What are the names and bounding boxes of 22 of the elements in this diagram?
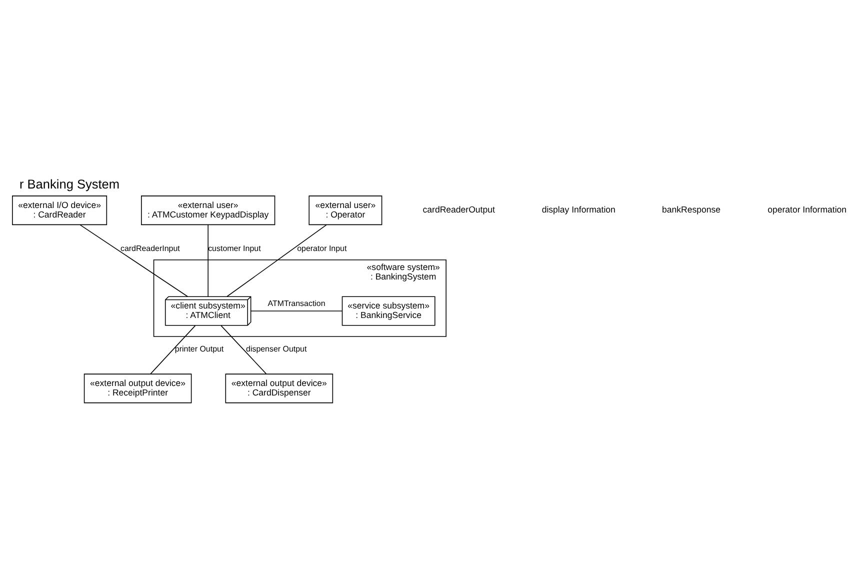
edge-label: customer Input xyxy=(208,244,261,254)
edge-label: operator Input xyxy=(297,244,347,254)
label: operator Information xyxy=(768,204,847,215)
node-box: «external I/O device» : CardReader xyxy=(12,196,108,226)
connector xyxy=(226,224,327,297)
label: cardReaderOutput xyxy=(422,204,495,215)
label: display Information xyxy=(542,204,616,215)
node-box: «external output device» : ReceiptPrinter xyxy=(84,374,192,404)
node-box: «service subsystem» : BankingService xyxy=(342,296,436,326)
edge-label: dispenser Output xyxy=(246,344,307,354)
node-box: «external user» : ATMCustomer KeypadDisplay xyxy=(141,196,276,226)
connector xyxy=(250,310,342,312)
edge-label: cardReaderInput xyxy=(120,244,180,254)
diagram-title: r Banking System xyxy=(19,176,120,192)
edge-label: printer Output xyxy=(174,344,224,354)
label: bankResponse xyxy=(662,204,720,215)
node-box: «external output device» : CardDispenser xyxy=(225,374,334,404)
connector xyxy=(220,325,267,374)
connector xyxy=(150,325,196,374)
connector xyxy=(80,224,188,297)
node-box: «external user» : Operator xyxy=(308,196,382,226)
edge-label: ATMTransaction xyxy=(268,299,326,308)
